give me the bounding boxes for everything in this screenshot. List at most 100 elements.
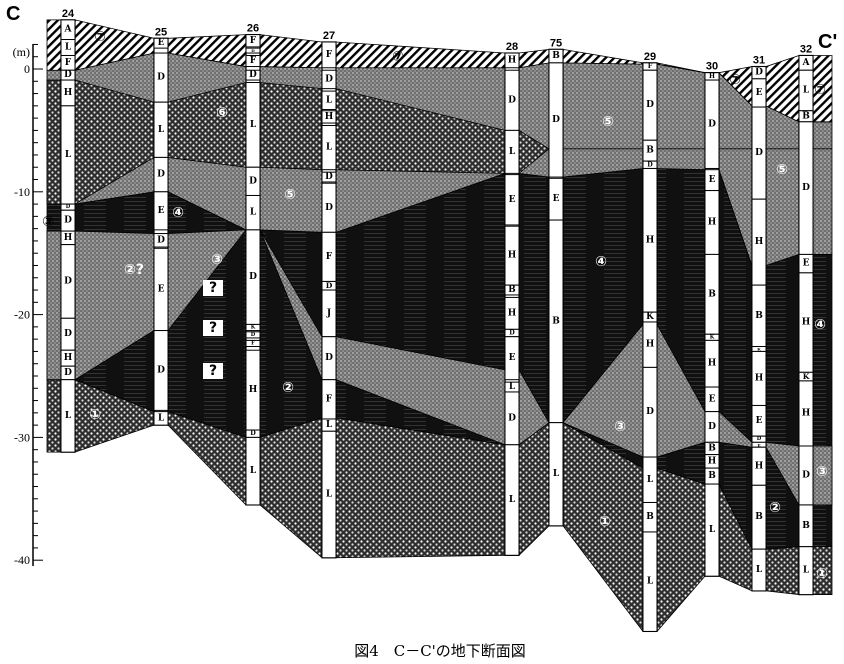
soil-segment-label: E bbox=[553, 194, 560, 204]
axis-tick-label: -30 bbox=[14, 430, 30, 444]
figure-caption: 図4 C－C'の地下断面図 bbox=[354, 642, 526, 660]
soil-segment-label: L bbox=[553, 469, 560, 479]
soil-segment-label: H bbox=[802, 318, 811, 328]
soil-segment-label: A bbox=[64, 25, 73, 35]
soil-segment-label: B bbox=[552, 316, 560, 326]
soil-segment-label: K bbox=[251, 324, 256, 330]
soil-segment-label: D bbox=[552, 115, 560, 125]
soil-segment-label: H bbox=[64, 88, 73, 98]
soil-segment-label: D bbox=[325, 203, 333, 213]
soil-segment-label: D bbox=[802, 470, 810, 480]
soil-segment bbox=[548, 62, 564, 178]
soil-segment bbox=[548, 422, 564, 527]
soil-segment bbox=[153, 233, 169, 248]
borehole-number: 32 bbox=[800, 43, 812, 55]
soil-segment bbox=[245, 436, 261, 506]
soil-segment-label: H bbox=[708, 359, 717, 369]
soil-segment-label: E bbox=[709, 394, 716, 404]
soil-segment-label: D bbox=[647, 161, 653, 168]
soil-segment-label: F bbox=[65, 58, 72, 68]
soil-segment-label: D bbox=[708, 119, 716, 129]
borehole-number: 75 bbox=[550, 37, 562, 49]
soil-segment bbox=[504, 52, 520, 69]
section-end-letter: C' bbox=[818, 31, 837, 53]
unit-label-7: ⑦ bbox=[392, 49, 404, 65]
soil-segment-label: L bbox=[509, 147, 516, 157]
soil-segment-label: D bbox=[325, 353, 333, 363]
soil-segment-label: L bbox=[158, 413, 165, 423]
soil-segment bbox=[504, 174, 520, 226]
soil-segment bbox=[321, 41, 337, 69]
borehole-number: 25 bbox=[155, 26, 167, 38]
soil-segment-label: D bbox=[757, 436, 762, 442]
soil-segment-label: H bbox=[802, 408, 811, 418]
soil-segment-label: D bbox=[64, 329, 72, 339]
unit-label-7: ⑦ bbox=[94, 29, 106, 45]
soil-segment-label: L bbox=[250, 208, 257, 218]
soil-segment-label: H bbox=[508, 55, 517, 65]
unit-label-3: ③ bbox=[42, 214, 54, 230]
soil-segment-label: F bbox=[250, 56, 257, 66]
soil-segment-label: F bbox=[326, 252, 333, 262]
soil-segment-label: B bbox=[646, 146, 654, 156]
unit-label-1: ① bbox=[816, 566, 828, 582]
svg-text:?: ? bbox=[209, 280, 217, 296]
soil-segment-label: L bbox=[709, 525, 716, 535]
soil-segment-label: H bbox=[646, 340, 655, 350]
soil-segment-label: K bbox=[803, 372, 810, 381]
soil-segment-label: A bbox=[802, 58, 811, 68]
unit-label-1: ① bbox=[599, 514, 611, 530]
soil-segment-label: L bbox=[647, 475, 654, 485]
soil-segment-label: L bbox=[326, 420, 333, 430]
soil-segment-label: H bbox=[325, 112, 334, 122]
soil-segment-label: L bbox=[756, 565, 763, 575]
unit-label-7: ⑦ bbox=[814, 82, 826, 98]
soil-segment-label: F bbox=[326, 50, 333, 60]
soil-segment-label: L bbox=[803, 85, 810, 95]
soil-segment-label: B bbox=[508, 285, 515, 295]
soil-segment-label: B bbox=[802, 111, 810, 121]
soil-segment-label: D bbox=[325, 74, 333, 84]
soil-segment bbox=[60, 379, 76, 453]
soil-segment-label: D bbox=[66, 204, 71, 210]
soil-segment bbox=[245, 339, 261, 348]
unit-label-3: ③ bbox=[816, 464, 828, 480]
soil-segment-label: D bbox=[508, 413, 516, 423]
soil-segment-label: E bbox=[509, 353, 516, 363]
unit-label-5: ⑤ bbox=[776, 162, 788, 178]
soil-segment-label: H bbox=[755, 461, 764, 471]
uncertain-marker: ? bbox=[203, 363, 223, 379]
soil-segment-label: L bbox=[158, 125, 165, 135]
soil-segment-label: K bbox=[646, 312, 654, 322]
soil-segment-label: E bbox=[803, 259, 810, 269]
soil-segment bbox=[153, 330, 169, 411]
soil-segment-label: E bbox=[158, 38, 165, 48]
soil-segment-label: D bbox=[249, 70, 257, 80]
soil-segment-label: L bbox=[65, 150, 72, 160]
borehole-number: 26 bbox=[247, 23, 259, 35]
soil-segment-label: L bbox=[326, 95, 333, 105]
soil-segment-label: F bbox=[251, 340, 255, 346]
soil-segment-label: B bbox=[552, 51, 560, 61]
soil-segment-label: D bbox=[157, 235, 165, 245]
soil-segment-label: H bbox=[508, 308, 517, 318]
soil-segment bbox=[504, 129, 520, 174]
soil-segment-label: D bbox=[646, 407, 654, 417]
unit-label-2: ② bbox=[282, 380, 294, 396]
soil-segment-label: D bbox=[755, 68, 763, 78]
soil-segment-label: B bbox=[708, 443, 716, 453]
soil-segment-label: D bbox=[157, 170, 165, 180]
soil-segment-label: L bbox=[250, 466, 257, 476]
soil-segment bbox=[504, 444, 520, 556]
soil-segment-label: D bbox=[157, 73, 165, 83]
borehole-columns: ALFDHLDDHDDHDL24EDLDEDEDL25FDFDLDLDKDFHD… bbox=[60, 8, 814, 633]
soil-segment-label: H bbox=[508, 251, 517, 261]
axis-tick-label: 0 bbox=[24, 62, 30, 76]
soil-segment-label: B bbox=[646, 512, 654, 522]
soil-segment-label: D bbox=[325, 172, 333, 182]
